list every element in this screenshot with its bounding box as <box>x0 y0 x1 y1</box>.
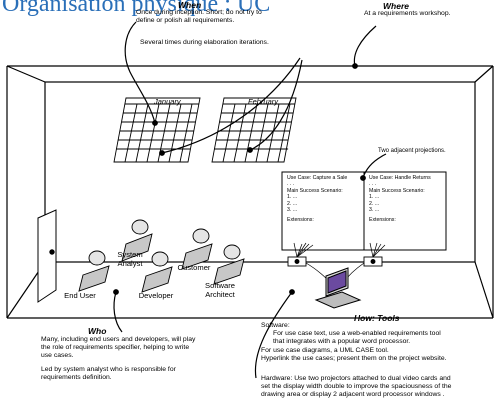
screen-right-line: Main Success Scenario: <box>369 187 425 194</box>
door-icon <box>37 209 57 303</box>
when-line-3: Several times during elaboration iterati… <box>140 39 269 46</box>
page-title: Organisation physique : UC <box>2 0 271 17</box>
how-hardware-section: Hardware: Use two projectors attached to… <box>261 375 451 400</box>
screen-right-line: Use Case: Handle Returns <box>369 175 431 181</box>
calendar-month-january: January <box>154 97 181 106</box>
how-hardware-line: Hardware: Use two projectors attached to… <box>261 375 451 382</box>
connector-when-elaboration-1 <box>161 57 301 154</box>
screen-left-line: 3. ... <box>287 207 298 214</box>
customer-figure <box>181 228 213 270</box>
projector-right-icon <box>363 256 383 267</box>
screen-left-line: Use Case: Capture a Sale <box>287 175 348 181</box>
how-software-line-1: For use case text, use a web-enabled req… <box>261 330 447 338</box>
where-heading: Where <box>383 1 409 11</box>
connector-when-elaboration-2 <box>249 59 303 151</box>
when-line-1: Once during inception. Short; do not try… <box>136 9 262 16</box>
calendar-february <box>211 97 297 163</box>
end-user-figure <box>78 250 110 292</box>
who-line: Many, including end users and developers… <box>41 336 196 343</box>
who-paragraph-2: Led by system analyst who is responsible… <box>41 366 176 382</box>
screen-left-line: . . . <box>287 181 295 188</box>
projections-caption: Two adjacent projections. <box>378 148 446 154</box>
when-heading: When <box>178 0 202 10</box>
back-wall <box>44 81 476 263</box>
how-software-section: Software: For use case text, use a web-e… <box>261 322 447 363</box>
software-architect-figure <box>213 244 245 285</box>
how-software-line-4: Hyperlink the use cases; present them on… <box>261 354 447 362</box>
label-customer: Customer <box>177 263 211 272</box>
who-line: the role of requirements specifier, help… <box>41 344 190 352</box>
screen-right-text: Use Case: Handle Returns . . . Main Succ… <box>369 175 431 224</box>
connector-when-january <box>124 21 156 124</box>
calendar-month-february: February <box>248 97 279 106</box>
label-software-architect-line: Architect <box>205 290 235 299</box>
how-hardware-line: set the display width double to improve … <box>261 383 452 391</box>
connector-where <box>353 25 377 67</box>
where-text: At a requirements workshop. <box>364 10 451 17</box>
connector-how <box>254 291 293 379</box>
label-developer: Developer <box>138 291 174 300</box>
who-line: Led by system analyst who is responsible… <box>41 366 176 373</box>
how-software-line-3: For use case diagrams, a UML CASE tool. <box>261 346 389 354</box>
developer-figure <box>141 251 173 293</box>
label-end-user: End User <box>64 291 96 300</box>
label-system-analyst-line: System <box>117 250 143 259</box>
laptop-icon <box>314 267 362 309</box>
screen-left-text: Use Case: Capture a Sale . . . Main Succ… <box>287 175 347 224</box>
screen-right-line: Extensions: <box>369 217 396 224</box>
screen-left-line: Extensions: <box>287 217 314 224</box>
system-analyst-figure <box>121 219 153 262</box>
projector-left-icon <box>287 256 307 267</box>
room-edge-top-left <box>6 65 46 83</box>
label-software-architect: Software Architect <box>196 281 244 299</box>
projection-screen-right <box>363 171 447 251</box>
screen-left-line: Main Success Scenario: <box>287 187 343 194</box>
who-paragraph-1: Many, including end users and developers… <box>41 336 195 361</box>
screen-left-line: 1. ... <box>287 194 298 201</box>
screen-right-line: 1. ... <box>369 194 380 201</box>
how-software-text: For use case text, use a web-enabled req… <box>273 330 441 338</box>
screen-right-line: . . . <box>369 181 377 188</box>
how-software-label: Software: <box>261 322 290 329</box>
when-line-2: define or polish all requirements. <box>136 17 235 24</box>
who-heading: Who <box>88 326 107 336</box>
label-system-analyst: System Analyst <box>110 250 150 268</box>
room-edge-bottom-right <box>474 261 494 319</box>
who-line: requirements definition. <box>41 374 112 382</box>
label-system-analyst-line: Analyst <box>117 259 143 268</box>
screen-right-line: 2. ... <box>369 200 380 207</box>
how-software-line-2: that integrates with a popular word proc… <box>273 338 411 346</box>
calendar-january <box>113 97 201 163</box>
who-line: use cases. <box>41 352 74 360</box>
connector-who <box>113 291 123 333</box>
how-hardware-line: drawing area or display 2 adjacent word … <box>261 391 445 399</box>
screen-left-line: 2. ... <box>287 200 298 207</box>
screen-right-line: 3. ... <box>369 207 380 214</box>
room-edge-top-right <box>474 65 494 83</box>
label-software-architect-line: Software <box>205 281 235 290</box>
how-heading: How: Tools <box>354 313 400 323</box>
